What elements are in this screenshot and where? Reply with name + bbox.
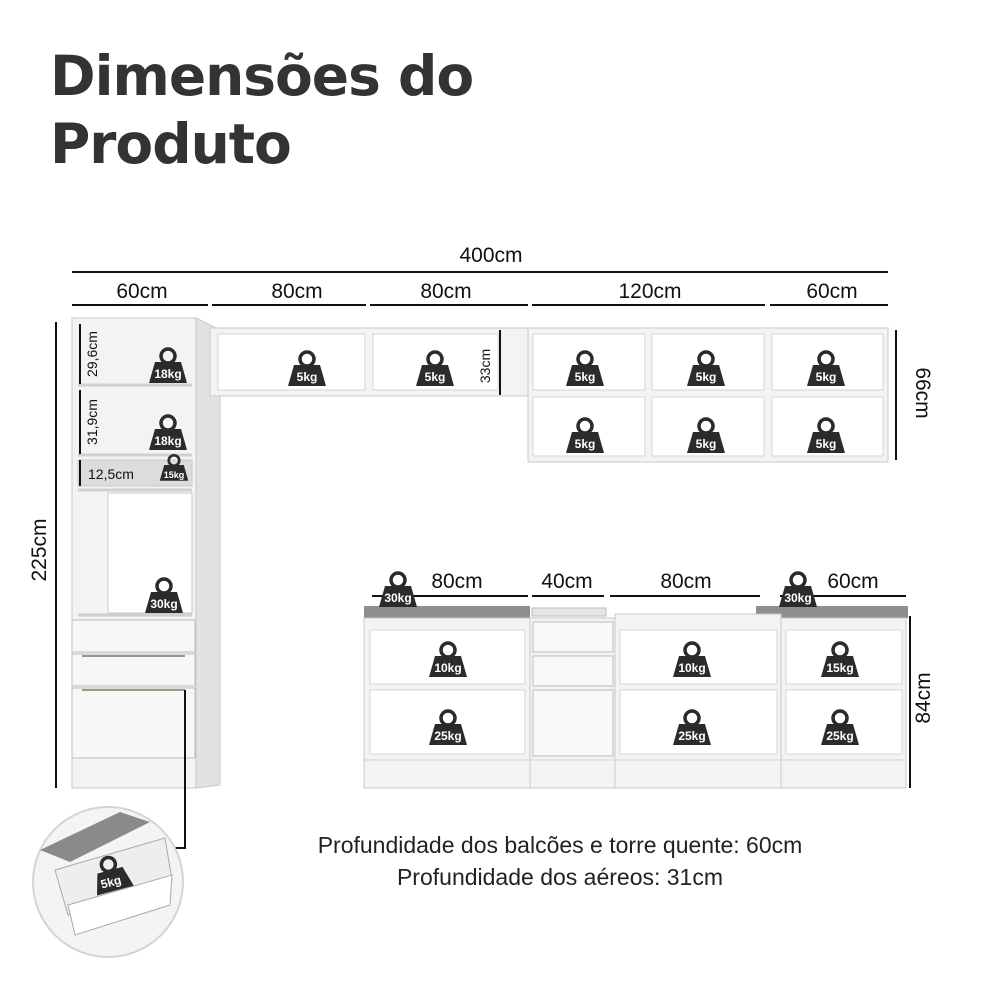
svg-text:5kg: 5kg: [297, 370, 318, 384]
weight-badge: 5kg: [805, 350, 847, 388]
svg-text:5kg: 5kg: [816, 370, 837, 384]
weight-badge: 10kg: [671, 641, 713, 679]
tower-drawer[interactable]: [71, 653, 196, 687]
base-width-label: 80cm: [431, 570, 482, 593]
weight-badge: 5kg: [86, 851, 136, 898]
base-width-label: 40cm: [541, 570, 592, 593]
svg-text:5kg: 5kg: [425, 370, 446, 384]
upper-width-label: 60cm: [116, 280, 167, 303]
weight-badge: 30kg: [377, 571, 419, 609]
weight-badge: 15kg: [819, 641, 861, 679]
base-drawer[interactable]: [532, 655, 614, 687]
svg-text:15kg: 15kg: [826, 661, 853, 675]
weight-badge: 18kg: [147, 414, 189, 452]
svg-text:5kg: 5kg: [575, 437, 596, 451]
countertop: [364, 606, 530, 618]
weight-badge: 5kg: [805, 417, 847, 455]
base-width-label: 80cm: [660, 570, 711, 593]
weight-badge: 25kg: [819, 709, 861, 747]
svg-text:18kg: 18kg: [154, 367, 181, 381]
total-width-label: 400cm: [459, 244, 522, 267]
svg-text:30kg: 30kg: [150, 597, 177, 611]
niche-height-label: 12,5cm: [88, 466, 134, 482]
niche-height-label: 31,9cm: [84, 399, 100, 445]
svg-text:5kg: 5kg: [816, 437, 837, 451]
weight-badge: 5kg: [564, 417, 606, 455]
svg-text:5kg: 5kg: [696, 437, 717, 451]
upper-width-label: 80cm: [271, 280, 322, 303]
weight-badge: 5kg: [564, 350, 606, 388]
svg-text:15kg: 15kg: [164, 470, 185, 480]
page-title: Dimensões do Produto: [50, 44, 474, 176]
niche-height-label: 29,6cm: [84, 331, 100, 377]
base-cabinets: [363, 606, 908, 789]
svg-text:25kg: 25kg: [678, 729, 705, 743]
weight-badge: 5kg: [414, 350, 456, 388]
upper-shelf-height-label: 33cm: [477, 349, 493, 383]
weight-badge: 5kg: [685, 350, 727, 388]
upper-width-label: 80cm: [420, 280, 471, 303]
svg-text:30kg: 30kg: [384, 591, 411, 605]
weight-badge: 25kg: [671, 709, 713, 747]
weight-badge: 15kg: [158, 453, 190, 483]
upper-cabinets: [209, 327, 889, 463]
upper-width-label: 60cm: [806, 280, 857, 303]
weight-badge: 5kg: [286, 350, 328, 388]
svg-text:10kg: 10kg: [678, 661, 705, 675]
countertop: [756, 606, 908, 618]
depth-note-base: Profundidade dos balcões e torre quente:…: [317, 832, 803, 858]
tower-height-label: 225cm: [28, 518, 51, 581]
base-height-label: 84cm: [912, 672, 935, 723]
depth-note-upper: Profundidade dos aéreos: 31cm: [396, 864, 724, 890]
base-width-label: 60cm: [827, 570, 878, 593]
weight-badge: 30kg: [143, 577, 185, 615]
weight-badge: 10kg: [427, 641, 469, 679]
upper-width-label: 120cm: [618, 280, 681, 303]
weight-badge: 25kg: [427, 709, 469, 747]
svg-text:10kg: 10kg: [434, 661, 461, 675]
weight-badge: 5kg: [685, 417, 727, 455]
upper-height-label: 66cm: [911, 367, 934, 418]
weight-badge: 30kg: [777, 571, 819, 609]
svg-text:5kg: 5kg: [99, 873, 123, 892]
svg-text:5kg: 5kg: [696, 370, 717, 384]
tower-drawer[interactable]: [71, 619, 196, 653]
svg-text:30kg: 30kg: [784, 591, 811, 605]
weight-badge: 18kg: [147, 347, 189, 385]
svg-text:5kg: 5kg: [575, 370, 596, 384]
tower-cabinet: [71, 317, 221, 789]
base-drawer[interactable]: [532, 621, 614, 653]
tower-drawer[interactable]: [71, 687, 196, 759]
svg-text:25kg: 25kg: [826, 729, 853, 743]
svg-text:25kg: 25kg: [434, 729, 461, 743]
svg-text:18kg: 18kg: [154, 434, 181, 448]
base-drawer[interactable]: [532, 689, 614, 757]
